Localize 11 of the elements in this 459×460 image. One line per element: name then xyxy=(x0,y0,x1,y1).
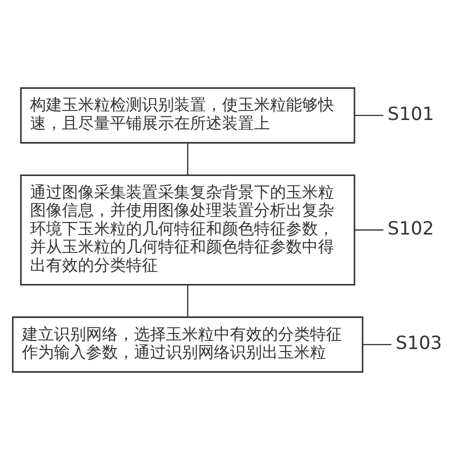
connector xyxy=(187,284,188,318)
node-text: S103 xyxy=(396,333,442,354)
node-box: 构建玉米粒检测识别装置，使玉米粒能够快速，且尽量平铺展示在所述装置上 xyxy=(20,87,356,144)
node-text: S102 xyxy=(388,218,434,240)
node-text: S101 xyxy=(388,104,434,125)
connector xyxy=(362,344,392,346)
connector xyxy=(187,142,188,175)
connector xyxy=(354,229,384,231)
node-box: 建立识别网络，选择玉米粒中有效的分类特征作为输入参数，通过识别网络识别出玉米粒 xyxy=(12,316,364,373)
node-box: 通过图像采集装置采集复杂背景下的玉米粒图像信息，并使用图像处理装置分析出复杂环境下玉米粒的几何特征和颜色特征参数，并从玉米粒的几何特征和颜色特征参数中得出有效的分类特征 xyxy=(20,174,356,286)
connector xyxy=(354,114,384,116)
